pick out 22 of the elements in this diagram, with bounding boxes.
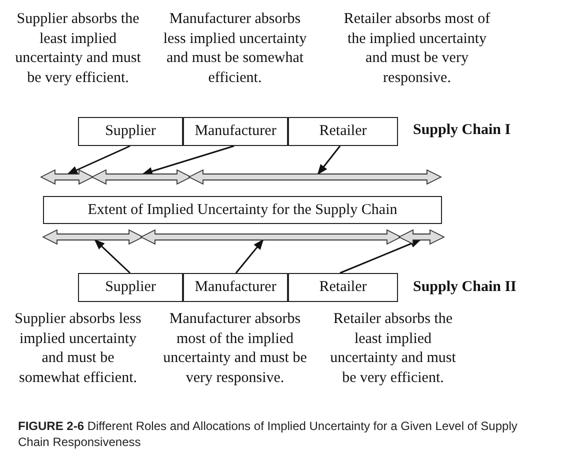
chain-label: Supply Chain I <box>413 122 511 139</box>
stage-box: Manufacturer <box>183 117 288 146</box>
arrow <box>142 145 234 176</box>
figure-caption: FIGURE 2-6 Different Roles and Allocations of Implied Uncertainty for a Given Level of Supply Chain Responsiveness <box>18 418 518 450</box>
arrow <box>317 146 341 175</box>
description-text: Manufacturer absorbs less implied uncertainty and must be somewhat efficient. <box>162 10 308 88</box>
stage-box: Retailer <box>288 273 398 302</box>
description-text: Retailer absorbs the least implied uncertainty and must be very efficient. <box>329 310 457 388</box>
arrow <box>94 239 131 274</box>
description-text: Retailer absorbs most of the implied uncertainty and must be very responsive. <box>342 10 492 88</box>
stage-box: Retailer <box>288 117 398 146</box>
description-text: Manufacturer absorbs most of the implied uncertainty and must be very responsive. <box>163 310 307 388</box>
description-text: Supplier absorbs less implied uncertainty and must be somewhat efficient. <box>14 310 142 388</box>
arrow <box>235 239 264 274</box>
stage-box: Supplier <box>78 117 183 146</box>
description-text: Supplier absorbs the least implied uncertainty and must be very efficient. <box>14 10 142 88</box>
stage-box: Supplier <box>78 273 183 302</box>
arrow <box>340 239 421 274</box>
chain-label: Supply Chain II <box>413 279 516 296</box>
arrow <box>67 145 130 175</box>
range-box: Extent of Implied Uncertainty for the Supply Chain <box>43 196 442 224</box>
stage-box: Manufacturer <box>183 273 288 302</box>
